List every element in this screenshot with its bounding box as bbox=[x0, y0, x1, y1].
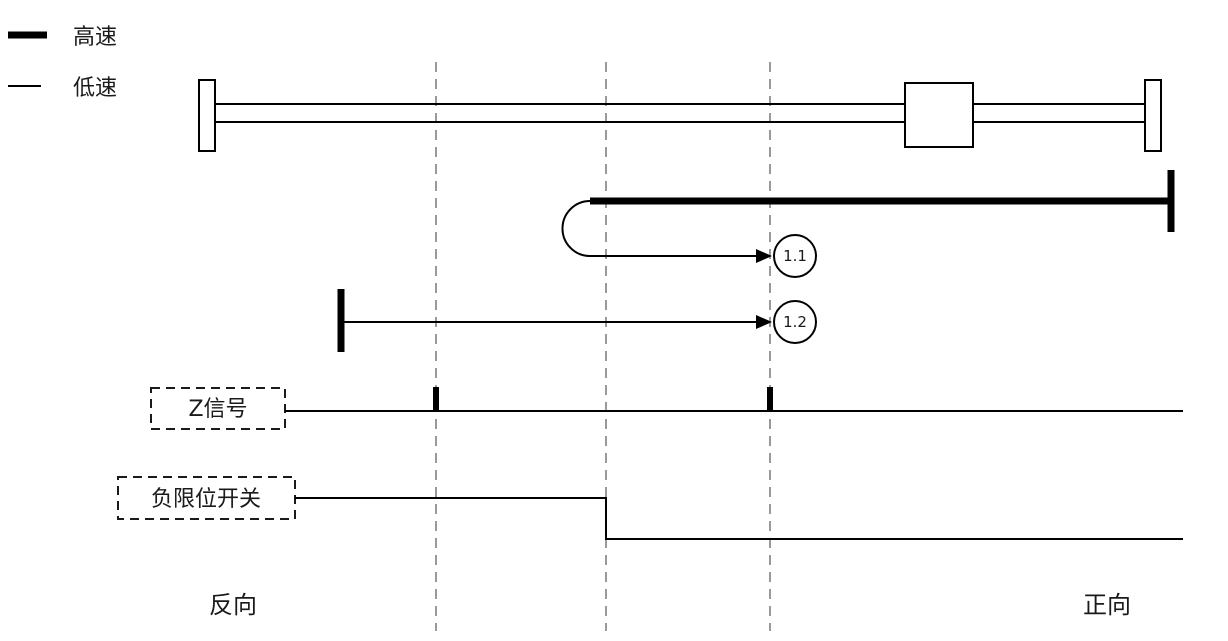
forward-direction-label: 正向 bbox=[1083, 591, 1131, 619]
step-label-1-1: 1.1 bbox=[783, 247, 807, 265]
arrowhead-2 bbox=[756, 315, 772, 329]
reversal-curve bbox=[561, 200, 591, 257]
z-signal-label: Z信号 bbox=[188, 397, 247, 422]
step-label-1-2: 1.2 bbox=[783, 313, 807, 331]
negative-limit-label: 负限位开关 bbox=[151, 487, 261, 512]
rail-left-end bbox=[198, 79, 216, 152]
negative-limit-signal-line bbox=[295, 497, 1183, 540]
step-circle-1-2 bbox=[773, 300, 817, 344]
arrowhead-1 bbox=[756, 249, 772, 263]
high-speed-legend-label: 高速 bbox=[73, 25, 117, 50]
step-circle-1-1 bbox=[773, 234, 817, 278]
rail-right-end bbox=[1144, 79, 1162, 152]
z-signal-label-box bbox=[150, 387, 286, 430]
low-speed-legend-label: 低速 bbox=[73, 76, 117, 101]
reverse-direction-label: 反向 bbox=[209, 591, 257, 619]
carriage-block bbox=[904, 82, 974, 148]
